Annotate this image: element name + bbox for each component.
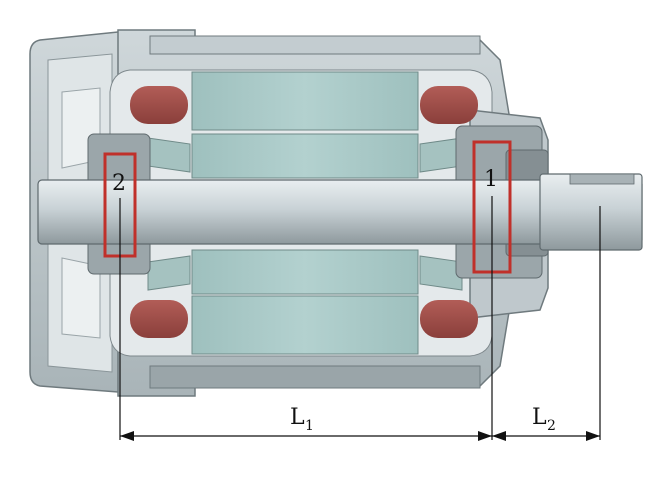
end-windings <box>130 86 478 338</box>
dimension-l2-subscript: 2 <box>547 418 556 434</box>
bearing-2-label: 2 <box>112 171 126 196</box>
shaft <box>37 173 643 251</box>
rotor-core <box>147 133 463 295</box>
dimension-l2-label: L <box>532 405 547 430</box>
stator-core <box>191 71 419 355</box>
dimension-l1-subscript: 1 <box>305 418 314 434</box>
bearing-1-label: 1 <box>484 167 498 192</box>
dimension-l1: L 1 <box>120 405 492 441</box>
dimension-l2: L 2 <box>492 405 600 441</box>
dimension-l1-label: L <box>290 405 305 430</box>
